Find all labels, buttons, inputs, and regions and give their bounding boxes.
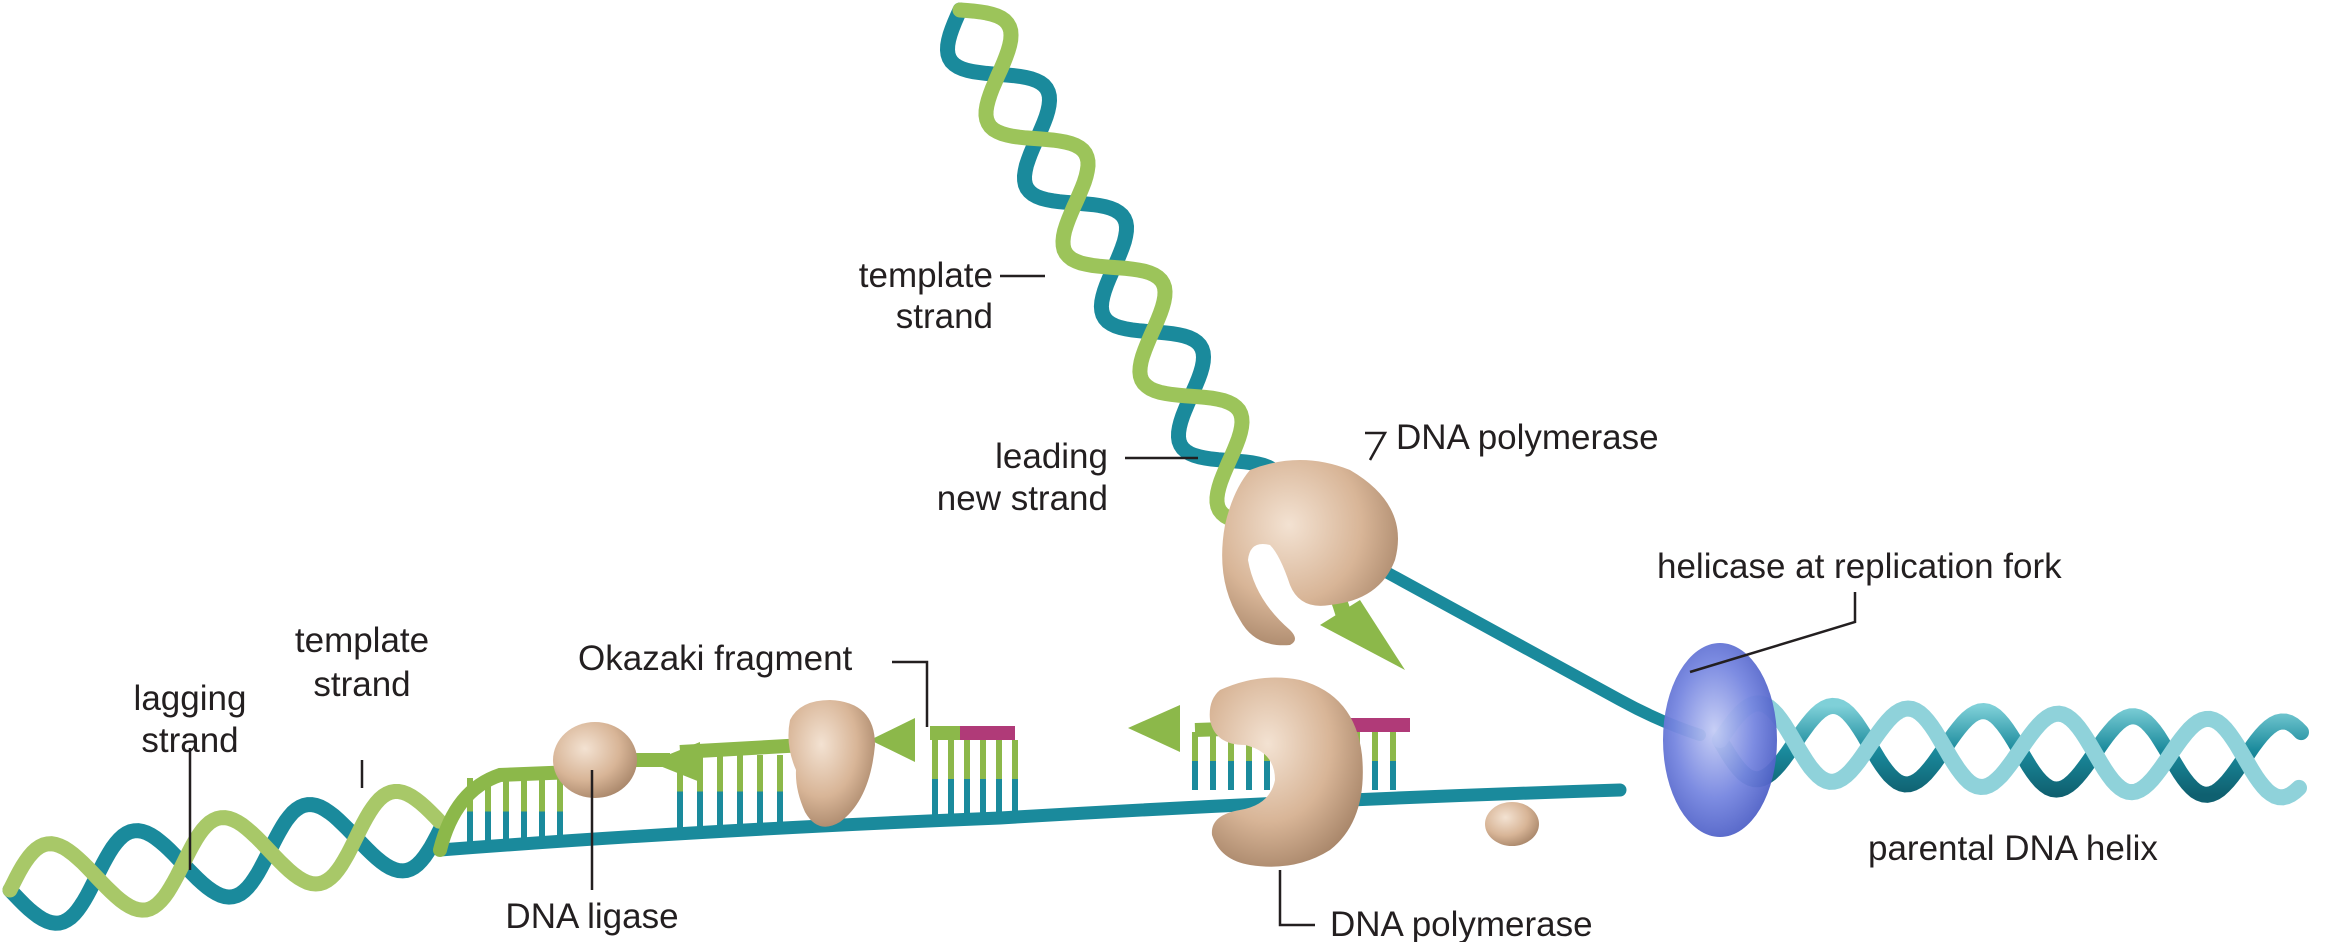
label-lagging-strand: lagging strand: [134, 679, 247, 760]
label-parental-dna-helix: parental DNA helix: [1868, 829, 2158, 868]
upper-template-helix: [939, 2, 1289, 532]
label-dna-polymerase-lower: DNA polymerase: [1330, 905, 1593, 942]
leader-lines: [188, 274, 1857, 927]
upper-template-strand: [1349, 549, 1706, 741]
label-template-strand-upper: template strand: [859, 256, 993, 336]
label-template-strand-lower: template strand: [295, 621, 429, 704]
lower-template-strand: [433, 783, 1627, 857]
svg-text:strand: strand: [141, 721, 238, 760]
label-okazaki-fragment: Okazaki fragment: [578, 639, 853, 678]
svg-text:template: template: [859, 256, 993, 295]
svg-text:template: template: [295, 621, 429, 660]
svg-text:strand: strand: [896, 297, 993, 336]
upper-polymerase-shape: [1222, 460, 1398, 646]
label-leading-new-strand: leading new strand: [937, 437, 1108, 518]
lower-polymerase-shape: [1209, 677, 1363, 867]
svg-text:lagging: lagging: [134, 679, 247, 718]
parental-dna-helix: [1712, 695, 2309, 806]
lagging-polymerase-shape: [788, 700, 875, 827]
base-pair-rungs: [467, 732, 1396, 845]
svg-text:new strand: new strand: [937, 479, 1108, 518]
dna-ligase-shape: [553, 722, 637, 798]
helicase-shape: [1663, 643, 1777, 837]
svg-text:strand: strand: [313, 665, 410, 704]
svg-text:leading: leading: [995, 437, 1108, 476]
free-enzyme-shape: [1485, 802, 1539, 846]
lagging-strand-helix: [2, 784, 449, 931]
label-helicase: helicase at replication fork: [1657, 547, 2062, 586]
label-dna-polymerase-upper: DNA polymerase: [1396, 418, 1659, 457]
label-dna-ligase: DNA ligase: [505, 897, 678, 936]
synthesis-arrows: [650, 705, 1180, 782]
leading-arrow-head: [1320, 600, 1405, 670]
